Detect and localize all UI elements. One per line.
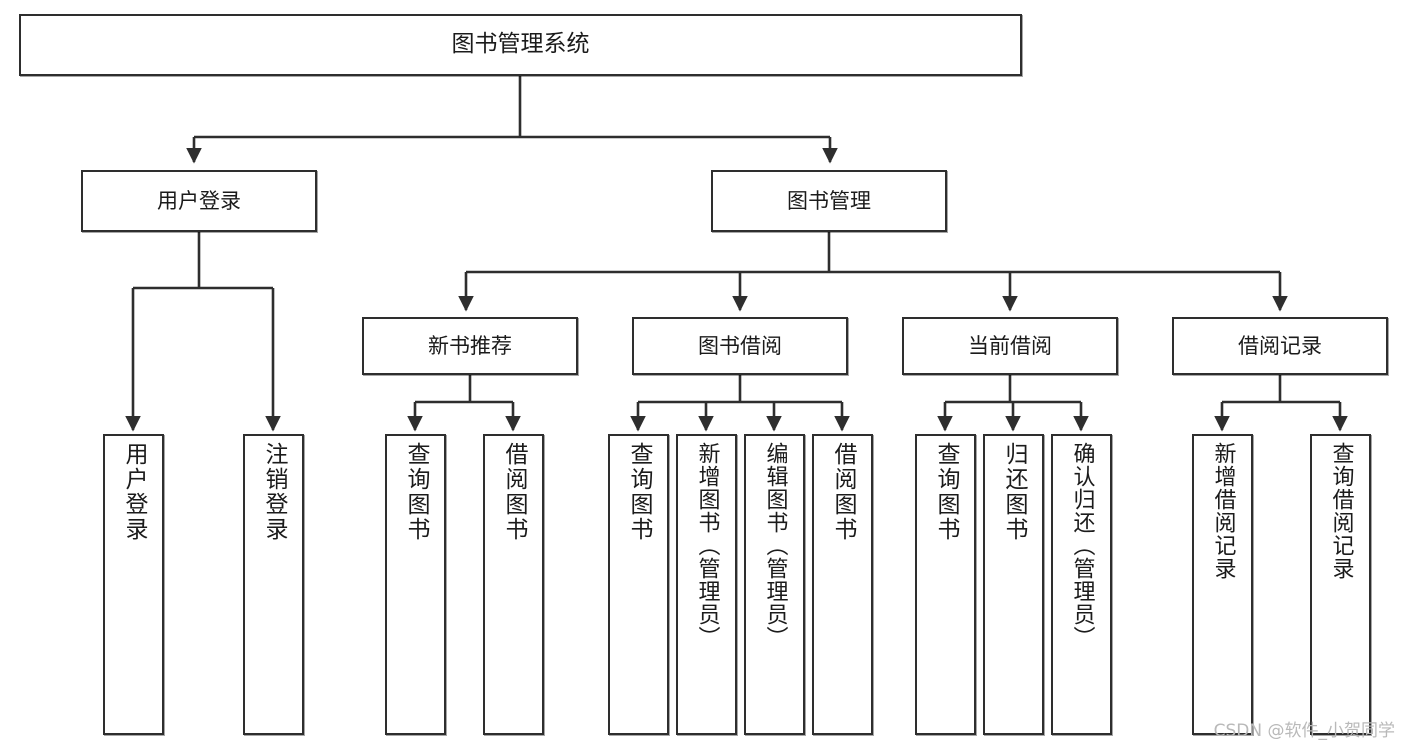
node-root-system[interactable]: 图书管理系统 <box>19 14 1022 76</box>
node-new-book-recommend[interactable]: 新书推荐 <box>362 317 578 375</box>
node-label: 查询图书 <box>626 442 652 542</box>
node-label: 用户登录 <box>157 188 241 213</box>
leaf-new-book-query[interactable]: 查询图书 <box>385 434 446 735</box>
node-label: 借阅记录 <box>1238 333 1322 358</box>
node-label: 确认归还（管理员） <box>1069 442 1095 649</box>
node-label: 新书推荐 <box>428 333 512 358</box>
node-book-management[interactable]: 图书管理 <box>711 170 947 232</box>
leaf-book-borrow-add[interactable]: 新增图书（管理员） <box>676 434 737 735</box>
leaf-borrow-record-query[interactable]: 查询借阅记录 <box>1310 434 1371 735</box>
node-label: 图书借阅 <box>698 333 782 358</box>
node-label: 图书管理 <box>787 188 871 213</box>
node-label: 借阅图书 <box>501 442 527 542</box>
node-current-borrow[interactable]: 当前借阅 <box>902 317 1118 375</box>
node-label: 查询借阅记录 <box>1328 442 1354 580</box>
node-label: 新增图书（管理员） <box>694 442 720 649</box>
leaf-book-borrow-edit[interactable]: 编辑图书（管理员） <box>744 434 805 735</box>
node-label: 查询图书 <box>403 442 429 542</box>
node-user-login[interactable]: 用户登录 <box>81 170 317 232</box>
leaf-user-login-logout[interactable]: 注销登录 <box>243 434 304 735</box>
node-label: 图书管理系统 <box>451 31 590 58</box>
node-book-borrow[interactable]: 图书借阅 <box>632 317 848 375</box>
node-borrow-record[interactable]: 借阅记录 <box>1172 317 1388 375</box>
node-label: 用户登录 <box>121 442 147 542</box>
leaf-current-borrow-query[interactable]: 查询图书 <box>915 434 976 735</box>
leaf-book-borrow-query[interactable]: 查询图书 <box>608 434 669 735</box>
node-label: 新增借阅记录 <box>1210 442 1236 580</box>
node-label: 归还图书 <box>1001 442 1027 542</box>
node-label: 借阅图书 <box>830 442 856 542</box>
node-label: 当前借阅 <box>968 333 1052 358</box>
node-label: 查询图书 <box>933 442 959 542</box>
leaf-user-login-login[interactable]: 用户登录 <box>103 434 164 735</box>
csdn-watermark: CSDN @软件_小贺同学 <box>1213 721 1395 741</box>
leaf-new-book-borrow[interactable]: 借阅图书 <box>483 434 544 735</box>
leaf-current-borrow-return[interactable]: 归还图书 <box>983 434 1044 735</box>
node-label: 编辑图书（管理员） <box>762 442 788 649</box>
leaf-borrow-record-add[interactable]: 新增借阅记录 <box>1192 434 1253 735</box>
node-label: 注销登录 <box>261 442 287 542</box>
leaf-book-borrow-borrow[interactable]: 借阅图书 <box>812 434 873 735</box>
leaf-current-borrow-confirm-return[interactable]: 确认归还（管理员） <box>1051 434 1112 735</box>
